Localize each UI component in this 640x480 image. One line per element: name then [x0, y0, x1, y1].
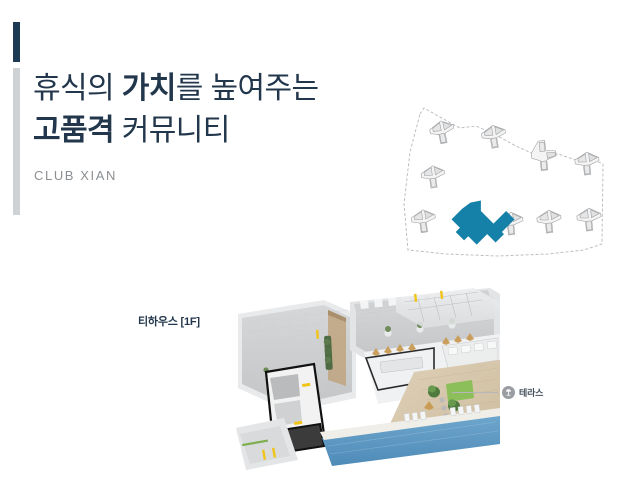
building-footprint	[410, 209, 436, 233]
annex-planters	[323, 335, 333, 370]
headline-line-1: 휴식의 가치를 높여주는	[33, 68, 393, 110]
walkway	[236, 418, 298, 470]
highlighted-community-building	[451, 200, 515, 245]
callout-leader-line	[452, 392, 498, 393]
headline-line1-emphasis: 가치	[121, 72, 177, 105]
subtitle-club-name: CLUB XIAN	[34, 168, 118, 183]
headline-line2-emphasis: 고품격	[33, 114, 115, 147]
callout-label: 테라스	[519, 388, 544, 398]
water-feature	[320, 404, 500, 466]
loungers	[403, 404, 481, 423]
pergola	[396, 288, 500, 328]
building-footprint	[481, 125, 506, 149]
headline-line1-part3: 를 높여주는	[175, 72, 319, 105]
accent-bar-dark	[13, 22, 20, 62]
building-footprint	[574, 151, 600, 176]
headline-line-2: 고품격 커뮤니티	[33, 110, 393, 152]
headline-block: 휴식의 가치를 높여주는 고품격 커뮤니티	[33, 68, 393, 152]
building-footprint	[420, 165, 445, 189]
terrace-icon	[502, 386, 515, 399]
headline-line1-part1: 휴식의	[33, 72, 122, 105]
accent-bar-light	[13, 68, 20, 215]
callout-terrace: 테라스	[452, 386, 543, 399]
floorplan-label: 티하우스 [1F]	[138, 316, 200, 328]
site-plan-diagram	[398, 104, 608, 272]
headline-line2-part2: 커뮤니티	[114, 114, 231, 147]
building-footprint	[429, 120, 455, 145]
building-footprint	[576, 207, 602, 232]
teahouse-1f-render	[228, 288, 500, 473]
building-footprint	[530, 140, 557, 171]
building-footprint	[536, 209, 562, 234]
floor-marker	[316, 329, 320, 339]
lawn	[446, 380, 474, 402]
